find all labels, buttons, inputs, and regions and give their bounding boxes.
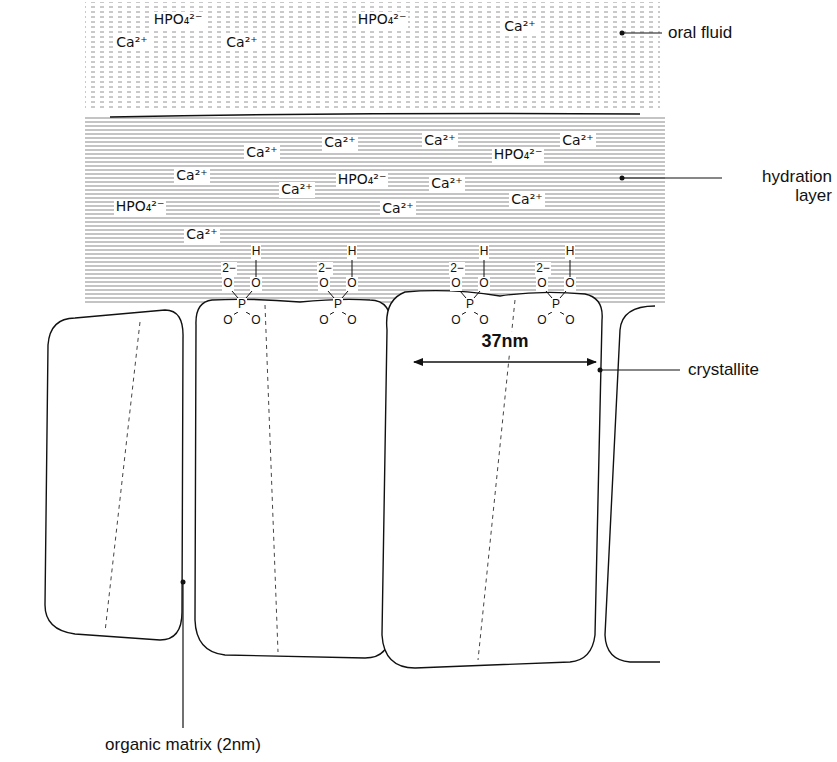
ion-label: HPO₄²⁻ xyxy=(492,147,545,162)
atom-symbol: O xyxy=(478,277,489,290)
atom-symbol: O xyxy=(222,314,233,327)
bond-line xyxy=(484,260,485,277)
leader-line xyxy=(622,177,722,178)
atom-symbol: O xyxy=(346,314,357,327)
ion-label: Ca²⁺ xyxy=(224,35,259,50)
atom-symbol: O xyxy=(318,314,329,327)
bond-line xyxy=(352,260,353,277)
ion-label: Ca²⁺ xyxy=(184,227,219,242)
bond-line xyxy=(256,260,257,277)
ion-label: Ca²⁺ xyxy=(244,145,279,160)
atom-symbol: O xyxy=(318,277,329,290)
ion-label: Ca²⁺ xyxy=(279,182,314,197)
bond-line xyxy=(461,312,466,315)
ion-label: Ca²⁺ xyxy=(380,201,415,216)
atom-symbol: P xyxy=(465,298,475,311)
crystallite-outline xyxy=(195,299,392,658)
ion-label: HPO₄²⁻ xyxy=(114,199,167,214)
atom-symbol: H xyxy=(565,245,576,258)
leader-line xyxy=(182,582,183,728)
dimension-line xyxy=(414,361,596,362)
bond-line xyxy=(328,291,334,298)
bond-line xyxy=(233,312,238,315)
bond-line xyxy=(474,291,480,298)
atom-symbol: O xyxy=(450,314,461,327)
bond-line xyxy=(329,312,334,315)
atom-symbol: O xyxy=(250,314,261,327)
atom-symbol: 2− xyxy=(535,262,551,275)
hydration-band xyxy=(85,116,665,304)
atom-symbol: 2− xyxy=(449,262,465,275)
fluid-boundary xyxy=(110,113,640,117)
atom-symbol: H xyxy=(347,245,358,258)
crystallite-outline xyxy=(45,310,183,640)
bond-line xyxy=(342,291,348,298)
ion-label: Ca²⁺ xyxy=(422,133,457,148)
crystal-axis xyxy=(478,300,515,660)
crystal-axis xyxy=(105,322,140,632)
oral-fluid-band xyxy=(85,2,660,110)
crystal-axis xyxy=(265,305,278,652)
part-label: organic matrix (2nm) xyxy=(105,736,261,755)
dimension-label: 37nm xyxy=(478,332,531,352)
atom-symbol: P xyxy=(551,298,561,311)
atom-symbol: H xyxy=(479,245,490,258)
atom-symbol: O xyxy=(346,277,357,290)
atom-symbol: O xyxy=(536,277,547,290)
atom-symbol: O xyxy=(450,277,461,290)
leader-dot xyxy=(181,580,186,585)
ion-label: HPO₄²⁻ xyxy=(336,172,389,187)
region-label: hydration layer xyxy=(732,168,832,205)
atom-symbol: O xyxy=(478,314,489,327)
ion-label: HPO₄²⁻ xyxy=(356,12,409,27)
ion-label: Ca²⁺ xyxy=(509,192,544,207)
bond-line xyxy=(570,260,571,277)
bond-line xyxy=(232,291,238,298)
atom-symbol: O xyxy=(536,314,547,327)
leader-line xyxy=(600,369,680,370)
crystallite-outline xyxy=(605,306,660,662)
atom-symbol: H xyxy=(251,245,262,258)
bond-line xyxy=(460,291,466,298)
atom-symbol: 2− xyxy=(221,262,237,275)
crystallite-outline xyxy=(382,291,602,668)
atom-symbol: O xyxy=(222,277,233,290)
leader-dot xyxy=(620,176,625,181)
ion-label: Ca²⁺ xyxy=(429,176,464,191)
part-label: crystallite xyxy=(688,361,759,380)
bond-line xyxy=(547,312,552,315)
ion-label: Ca²⁺ xyxy=(560,133,595,148)
atom-symbol: O xyxy=(564,277,575,290)
atom-symbol: 2− xyxy=(317,262,333,275)
ion-label: Ca²⁺ xyxy=(174,168,209,183)
atom-symbol: O xyxy=(564,314,575,327)
bond-line xyxy=(560,291,566,298)
atom-symbol: P xyxy=(333,298,343,311)
atom-symbol: O xyxy=(250,277,261,290)
bond-line xyxy=(546,291,552,298)
ion-label: Ca²⁺ xyxy=(322,135,357,150)
leader-line xyxy=(622,32,662,33)
bond-line xyxy=(246,291,252,298)
leader-dot xyxy=(620,31,625,36)
ion-label: Ca²⁺ xyxy=(114,35,149,50)
atom-symbol: P xyxy=(237,298,247,311)
leader-dot xyxy=(598,368,603,373)
region-label: oral fluid xyxy=(668,24,732,43)
ion-label: Ca²⁺ xyxy=(502,19,537,34)
ion-label: HPO₄²⁻ xyxy=(152,12,205,27)
